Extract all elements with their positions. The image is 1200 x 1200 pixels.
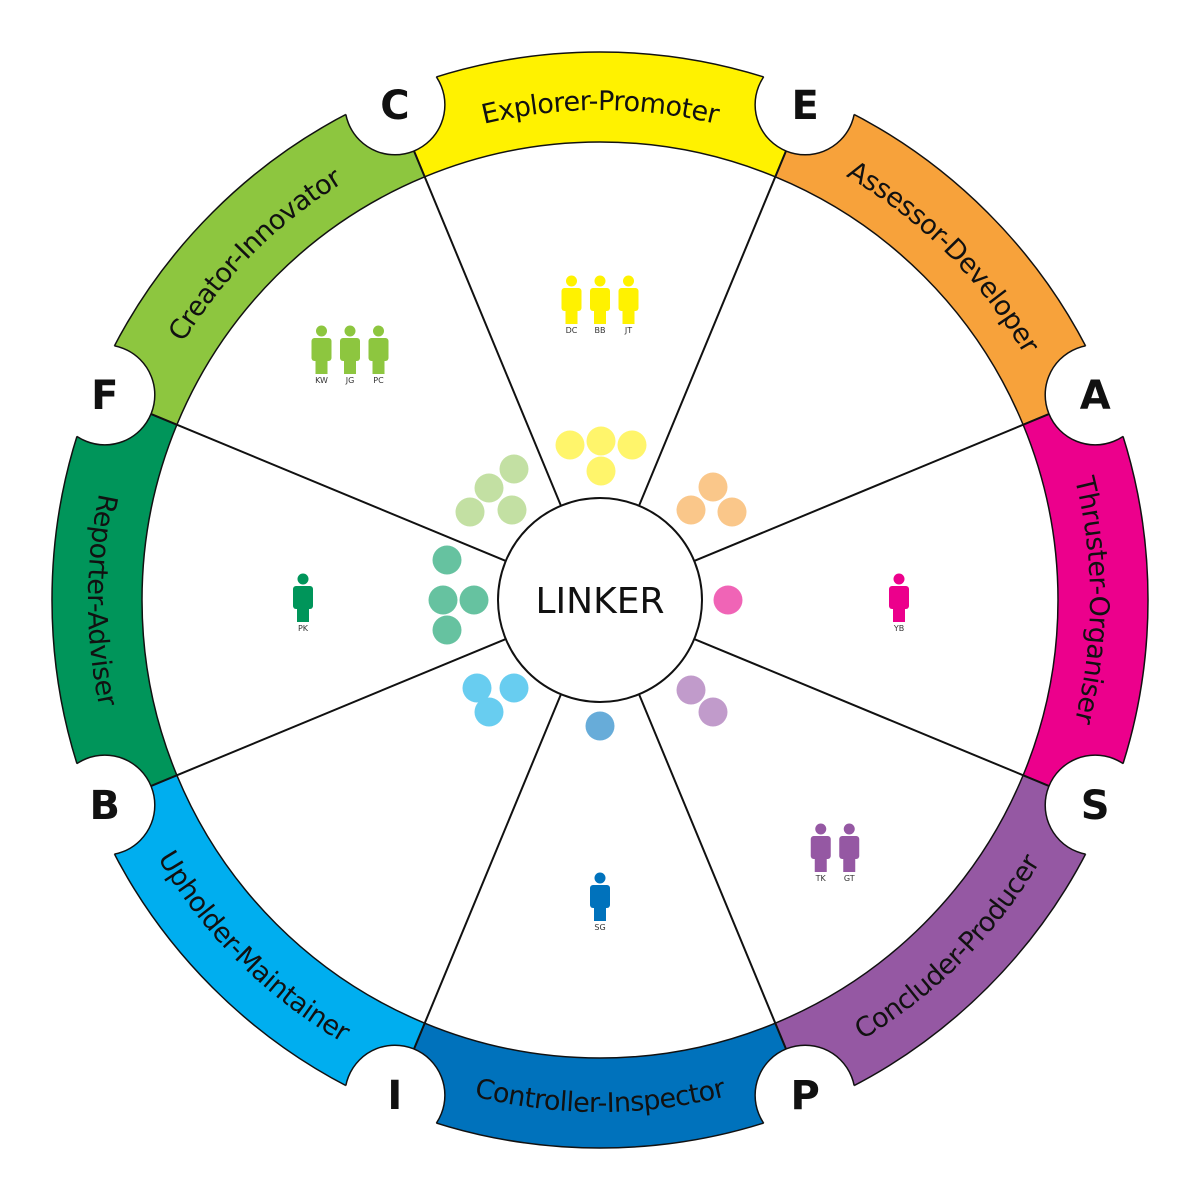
person-initials: SG bbox=[594, 923, 605, 932]
letter-marker-p: P bbox=[755, 1045, 856, 1146]
person-figure: KW bbox=[311, 325, 332, 385]
letter-s: S bbox=[1081, 783, 1110, 829]
person-icon bbox=[839, 823, 860, 872]
linker-dot bbox=[497, 495, 527, 525]
person-figure: JG bbox=[340, 325, 360, 385]
letter-markers: C E A S P I B F bbox=[54, 54, 1146, 1146]
letter-p: P bbox=[790, 1073, 819, 1119]
person-initials: GT bbox=[844, 874, 855, 883]
spoke-line bbox=[145, 638, 507, 790]
letter-marker-b: B bbox=[54, 755, 155, 856]
person-initials: JT bbox=[624, 326, 632, 335]
person-icon bbox=[889, 573, 909, 622]
person-icon bbox=[590, 872, 610, 921]
person-initials: PK bbox=[298, 624, 309, 633]
linker-dot bbox=[585, 711, 615, 741]
person-initials: DC bbox=[566, 326, 578, 335]
linker-dot bbox=[499, 673, 529, 703]
person-initials: JG bbox=[345, 376, 355, 385]
people-groups: DC BB JT YB TK GT SG PK KW JG PC bbox=[293, 275, 909, 932]
linker-dot bbox=[432, 615, 462, 645]
letter-b: B bbox=[90, 783, 121, 829]
linker-dot bbox=[474, 473, 504, 503]
person-icon bbox=[561, 275, 582, 324]
linker-circle bbox=[497, 497, 703, 703]
person-icon bbox=[311, 325, 332, 374]
letter-i: I bbox=[387, 1073, 402, 1119]
spoke-line bbox=[145, 410, 507, 562]
linker-dot bbox=[499, 454, 529, 484]
letter-c: C bbox=[380, 83, 409, 129]
person-initials: YB bbox=[893, 624, 904, 633]
spoke-line bbox=[410, 145, 562, 507]
person-icon bbox=[618, 275, 639, 324]
letter-a: A bbox=[1080, 373, 1111, 419]
linker-dot bbox=[555, 430, 585, 460]
linker-dot bbox=[474, 697, 504, 727]
person-initials: TK bbox=[815, 874, 827, 883]
person-icon bbox=[340, 325, 360, 374]
spoke-line bbox=[638, 145, 790, 507]
spokes bbox=[145, 145, 1055, 1055]
linker-dot bbox=[713, 585, 743, 615]
person-icon bbox=[810, 823, 831, 872]
letter-marker-f: F bbox=[54, 344, 155, 445]
letter-marker-i: I bbox=[344, 1045, 445, 1146]
person-figure: TK bbox=[810, 823, 831, 883]
linker-hub: LINKER bbox=[497, 497, 703, 703]
linker-dot bbox=[698, 697, 728, 727]
linker-dot bbox=[676, 495, 706, 525]
letter-marker-c: C bbox=[344, 54, 445, 155]
role-bands bbox=[51, 51, 1149, 1149]
band-controller-inspector bbox=[389, 1022, 811, 1149]
person-initials: KW bbox=[315, 376, 328, 385]
person-figure: GT bbox=[839, 823, 860, 883]
linker-dot bbox=[676, 675, 706, 705]
person-figure: BB bbox=[590, 275, 610, 335]
letter-marker-s: S bbox=[1045, 755, 1146, 856]
person-icon bbox=[590, 275, 610, 324]
linker-dot bbox=[462, 673, 492, 703]
spoke-line bbox=[693, 410, 1055, 562]
spoke-line bbox=[410, 693, 562, 1055]
linker-dot bbox=[432, 545, 462, 575]
person-figure: SG bbox=[590, 872, 610, 932]
linker-dot bbox=[717, 497, 747, 527]
person-figure: DC bbox=[561, 275, 582, 335]
spoke-line bbox=[638, 693, 790, 1055]
linker-dot bbox=[459, 585, 489, 615]
person-icon bbox=[368, 325, 389, 374]
linker-label: LINKER bbox=[536, 581, 665, 622]
person-initials: BB bbox=[595, 326, 606, 335]
spoke-line bbox=[693, 638, 1055, 790]
person-figure: JT bbox=[618, 275, 639, 335]
linker-dot bbox=[698, 472, 728, 502]
person-figure: PK bbox=[293, 573, 313, 633]
linker-dot bbox=[586, 426, 616, 456]
letter-marker-e: E bbox=[755, 54, 856, 155]
person-figure: PC bbox=[368, 325, 389, 385]
band-reporter-adviser bbox=[51, 389, 178, 811]
letter-e: E bbox=[791, 83, 818, 129]
linker-dot bbox=[586, 456, 616, 486]
linker-dots bbox=[428, 426, 747, 741]
linker-dot bbox=[428, 585, 458, 615]
linker-dot bbox=[455, 497, 485, 527]
letter-f: F bbox=[91, 373, 118, 419]
letter-marker-a: A bbox=[1045, 344, 1146, 445]
person-icon bbox=[293, 573, 313, 622]
person-initials: PC bbox=[373, 376, 384, 385]
linker-dot bbox=[617, 430, 647, 460]
person-figure: YB bbox=[889, 573, 909, 633]
